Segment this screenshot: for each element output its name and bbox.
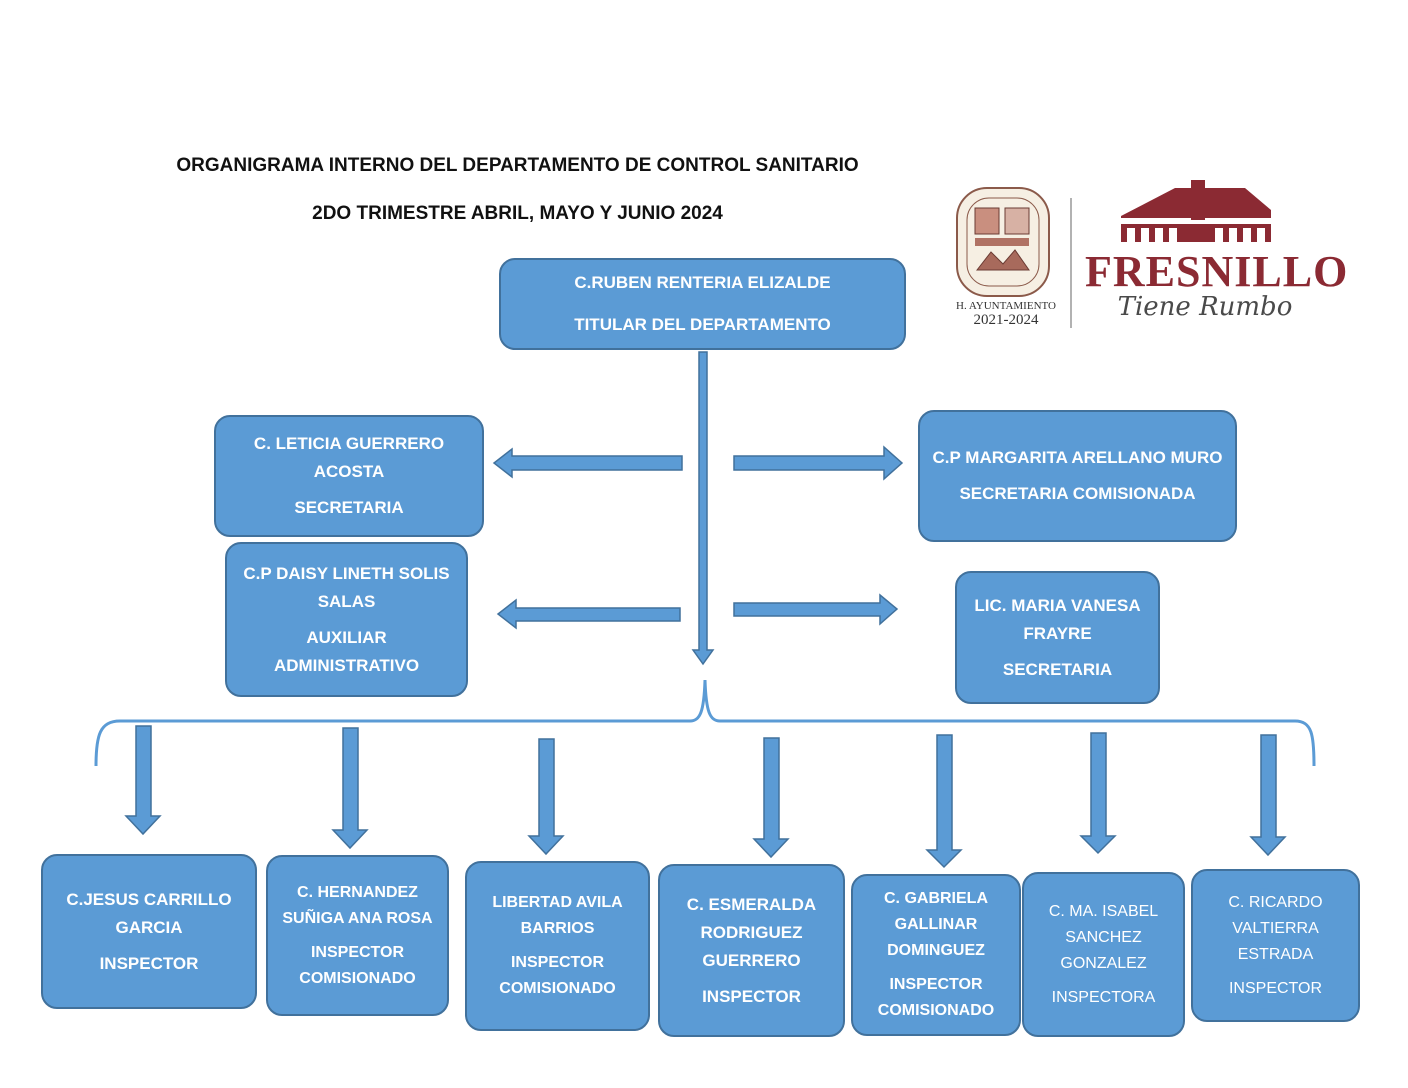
inspector-box-5: C. GABRIELA GALLINAR DOMINGUEZ INSPECTOR… — [851, 874, 1021, 1036]
inspector-name: C. MA. ISABEL SANCHEZ GONZALEZ — [1048, 902, 1159, 972]
brand-tagline: Tiene Rumbo — [1117, 292, 1293, 322]
inspector-name: C.JESUS CARRILLO GARCIA — [66, 889, 232, 937]
inspector-box-2: C. HERNANDEZ SUÑIGA ANA ROSA INSPECTOR C… — [266, 855, 449, 1016]
inspector-name: LIBERTAD AVILA BARRIOS — [492, 894, 623, 937]
seal-caption-2: 2021-2024 — [973, 312, 1039, 328]
page-subtitle: 2DO TRIMESTRE ABRIL, MAYO Y JUNIO 2024 — [312, 203, 723, 224]
inspector-role: INSPECTOR COMISIONADO — [299, 943, 416, 987]
arrow-down-inspector-2 — [331, 727, 369, 850]
head-role: TITULAR DEL DEPARTAMENTO — [574, 315, 831, 334]
staff-box-margarita: C.P MARGARITA ARELLANO MURO SECRETARIA C… — [918, 410, 1237, 542]
staff-name: C. LETICIA GUERRERO ACOSTA — [253, 434, 445, 481]
seal-caption-1: H. AYUNTAMIENTO — [956, 300, 1056, 312]
head-name: C.RUBEN RENTERIA ELIZALDE — [574, 273, 831, 292]
staff-name: LIC. MARIA VANESA FRAYRE — [974, 595, 1141, 643]
inspector-role: INSPECTOR — [99, 953, 199, 973]
seal-icon — [956, 187, 1050, 297]
fresnillo-logo: H. AYUNTAMIENTO 2021-2024 FRESNILLO Tien… — [945, 180, 1349, 340]
inspector-role: INSPECTOR — [1228, 979, 1323, 997]
inspector-box-3: LIBERTAD AVILA BARRIOS INSPECTOR COMISIO… — [465, 861, 650, 1031]
inspector-box-6: C. MA. ISABEL SANCHEZ GONZALEZ INSPECTOR… — [1022, 872, 1185, 1037]
inspector-role: INSPECTOR — [702, 986, 801, 1006]
arrow-down-inspector-1 — [124, 725, 162, 836]
inspector-role: INSPECTORA — [1051, 988, 1156, 1006]
staff-name: C.P MARGARITA ARELLANO MURO — [932, 448, 1223, 467]
head-box: C.RUBEN RENTERIA ELIZALDE TITULAR DEL DE… — [499, 258, 906, 350]
building-icon — [1121, 180, 1271, 242]
staff-box-daisy: C.P DAISY LINETH SOLIS SALAS AUXILIAR AD… — [225, 542, 468, 697]
staff-role: AUXILIAR ADMINISTRATIVO — [273, 627, 420, 675]
staff-box-leticia: C. LETICIA GUERRERO ACOSTA SECRETARIA — [214, 415, 484, 537]
arrow-down-inspector-7 — [1249, 734, 1287, 857]
arrow-left-secretaria — [492, 447, 683, 479]
staff-role: SECRETARIA — [1002, 659, 1113, 679]
arrow-down-inspector-3 — [527, 738, 565, 856]
arrow-down-inspector-5 — [925, 734, 963, 869]
page-title: ORGANIGRAMA INTERNO DEL DEPARTAMENTO DE … — [176, 155, 859, 176]
staff-name: C.P DAISY LINETH SOLIS SALAS — [243, 563, 450, 611]
inspector-box-7: C. RICARDO VALTIERRA ESTRADA INSPECTOR — [1191, 869, 1360, 1022]
inspector-box-4: C. ESMERALDA RODRIGUEZ GUERRERO INSPECTO… — [658, 864, 845, 1037]
staff-box-vanesa: LIC. MARIA VANESA FRAYRE SECRETARIA — [955, 571, 1160, 704]
arrow-right-secretaria — [733, 593, 899, 626]
inspector-role: INSPECTOR COMISIONADO — [499, 954, 616, 997]
inspector-name: C. HERNANDEZ SUÑIGA ANA ROSA — [282, 883, 433, 927]
arrow-left-auxiliar — [496, 598, 681, 630]
inspector-box-1: C.JESUS CARRILLO GARCIA INSPECTOR — [41, 854, 257, 1009]
inspectors-brace — [94, 679, 1316, 767]
inspector-name: C. ESMERALDA RODRIGUEZ GUERRERO — [686, 894, 817, 970]
inspector-name: C. GABRIELA GALLINAR DOMINGUEZ — [884, 890, 988, 959]
arrow-head-down-main — [691, 351, 715, 666]
arrow-right-comisionada — [733, 445, 904, 481]
inspector-name: C. RICARDO VALTIERRA ESTRADA — [1228, 893, 1323, 963]
staff-role: SECRETARIA — [294, 498, 404, 517]
brand-name: FRESNILLO — [1085, 247, 1349, 296]
arrow-down-inspector-4 — [752, 737, 790, 859]
staff-role: SECRETARIA COMISIONADA — [959, 484, 1196, 503]
inspector-role: INSPECTOR COMISIONADO — [877, 976, 995, 1019]
arrow-down-inspector-6 — [1079, 732, 1117, 855]
logo-graphic — [956, 180, 1271, 328]
